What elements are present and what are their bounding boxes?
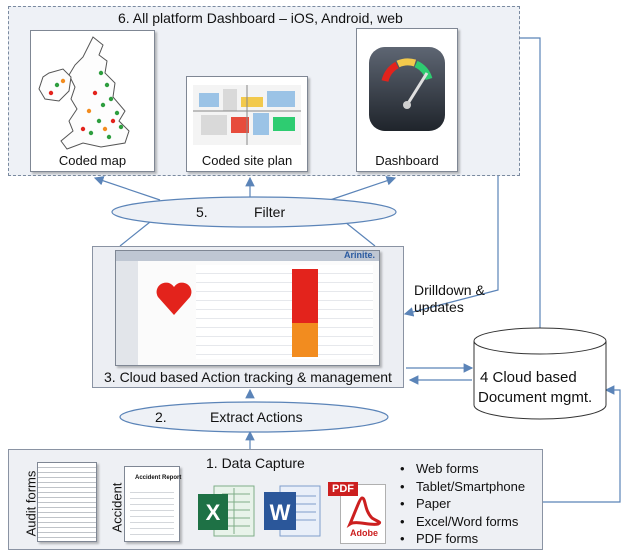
dashboard-card[interactable]: Dashboard <box>356 28 458 172</box>
tracker-header-bar <box>116 251 379 261</box>
excel-icon[interactable]: X <box>196 480 256 542</box>
action-tracking-label: 3. Cloud based Action tracking & managem… <box>104 369 392 385</box>
arinite-logo: Arinite. <box>343 250 375 260</box>
coded-site-plan-card[interactable]: Coded site plan <box>186 76 308 172</box>
accident-report-lines <box>130 487 174 535</box>
arrow-filter-to-dashboard <box>329 176 397 201</box>
capture-method-item: Paper <box>400 495 525 513</box>
drilldown-line1: Drilldown & <box>414 282 485 298</box>
word-icon[interactable]: W <box>262 480 322 542</box>
audit-form-thumbnail[interactable] <box>37 462 97 542</box>
pdf-icon[interactable]: PDF Adobe <box>328 478 390 544</box>
tracker-orange-status <box>292 323 318 357</box>
drilldown-line2: updates <box>414 299 464 315</box>
svg-text:W: W <box>270 500 291 525</box>
coded-map-label: Coded map <box>58 153 127 168</box>
document-mgmt-line2: Document mgmt. <box>478 389 593 406</box>
tracker-table-lines <box>196 265 373 359</box>
document-mgmt-line1: 4 Cloud based <box>480 369 577 386</box>
arrow-filter-to-map <box>93 176 161 201</box>
accident-report-thumbnail[interactable]: Accident Report <box>124 466 182 542</box>
filter-ellipse <box>111 196 397 228</box>
coded-site-plan-label: Coded site plan <box>201 153 293 168</box>
arrow-action-to-filter-right <box>344 221 376 247</box>
arrow-capture-to-docs <box>543 385 621 503</box>
tracker-sidebar <box>116 261 138 365</box>
heart-icon <box>156 282 192 315</box>
uk-map-icon <box>38 36 130 150</box>
dashboard-label: Dashboard <box>375 153 439 168</box>
tracker-red-status <box>292 269 318 323</box>
capture-method-item: Excel/Word forms <box>400 513 525 531</box>
site-plan-icon <box>193 85 301 145</box>
accident-label: Accident <box>109 482 125 533</box>
extract-ellipse <box>119 401 389 433</box>
pdf-badge: PDF <box>328 482 358 496</box>
accident-report-title: Accident Report <box>135 475 182 481</box>
arrow-action-to-filter-left <box>119 221 151 247</box>
capture-method-item: PDF forms <box>400 530 525 548</box>
extract-label: Extract Actions <box>210 409 303 425</box>
svg-text:X: X <box>206 500 221 525</box>
acrobat-swirl-icon <box>346 496 382 529</box>
data-capture-title: 1. Data Capture <box>206 455 305 471</box>
adobe-wordmark: Adobe <box>350 528 378 538</box>
gauge-icon <box>369 47 445 131</box>
action-tracker-screenshot[interactable]: Arinite. <box>115 250 380 366</box>
capture-method-item: Web forms <box>400 460 525 478</box>
coded-map-card[interactable]: Coded map <box>30 30 155 172</box>
capture-method-item: Tablet/Smartphone <box>400 478 525 496</box>
capture-methods-list: Web formsTablet/SmartphonePaperExcel/Wor… <box>400 460 525 548</box>
filter-number: 5. <box>196 204 208 220</box>
document-mgmt-cylinder <box>473 327 607 420</box>
dashboard-panel-title: 6. All platform Dashboard – iOS, Android… <box>118 10 403 26</box>
filter-label: Filter <box>254 204 286 220</box>
extract-number: 2. <box>155 409 167 425</box>
